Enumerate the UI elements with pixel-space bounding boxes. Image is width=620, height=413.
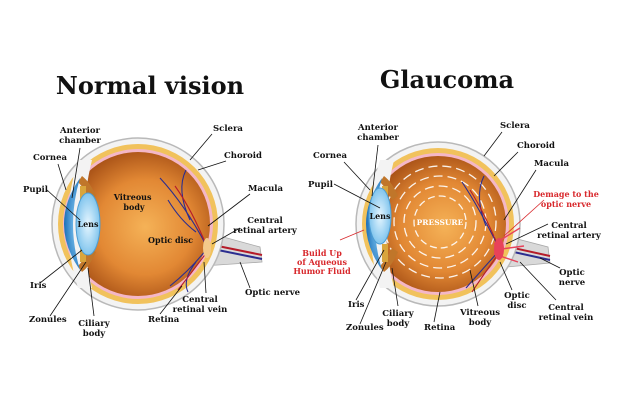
normal-iris-label: Iris	[30, 281, 47, 291]
glaucoma-lens-label: Lens	[369, 211, 391, 221]
normal-cornea-shape	[64, 178, 80, 270]
normal-zonules-label: Zonules	[29, 315, 67, 325]
normal-sclera-label: Sclera	[213, 124, 243, 134]
glaucoma-cornea-label: Cornea	[313, 151, 348, 161]
glaucoma-choroid-label: Choroid	[517, 141, 555, 151]
glaucoma-sclera-label: Sclera	[500, 121, 530, 131]
glaucoma-retina-label: Retina	[424, 323, 456, 333]
pressure-label: PRESSURE	[417, 218, 464, 227]
normal-leader-lines	[39, 133, 251, 317]
normal-retina-label: Retina	[148, 315, 180, 325]
normal-vision-title: Normal vision	[56, 71, 244, 100]
normal-optic-disc-shape	[203, 238, 211, 258]
glaucoma-zonules-label: Zonules	[346, 323, 384, 333]
glaucoma-vitreous-shape	[370, 156, 506, 292]
glaucoma-pupil-label: Pupil	[308, 180, 334, 190]
normal-lens-label: Lens	[77, 219, 99, 229]
normal-vitreous-line1: Vitreous	[113, 192, 152, 202]
normal-optic-disc-label: Optic disc	[148, 235, 193, 245]
glaucoma-lens-shape	[368, 187, 392, 245]
normal-choroid-label: Choroid	[224, 151, 262, 161]
glaucoma-title: Glaucoma	[380, 65, 514, 94]
glaucoma-macula-label: Macula	[534, 159, 570, 169]
nerve-damage-marks	[493, 227, 525, 263]
glaucoma-leader-lines	[333, 131, 561, 325]
normal-pupil-label: Pupil	[23, 185, 49, 195]
normal-lens-shape	[75, 192, 101, 256]
glaucoma-iris-label: Iris	[348, 300, 365, 310]
normal-eye	[51, 137, 263, 311]
normal-vitreous-shape	[66, 152, 210, 296]
normal-macula-label: Macula	[248, 184, 284, 194]
normal-optic-nerve-label: Optic nerve	[245, 288, 301, 298]
normal-vitreous-label: Vitreous body	[113, 192, 155, 212]
glaucoma-eye	[355, 141, 551, 307]
normal-cornea-label: Cornea	[33, 153, 68, 163]
normal-vitreous-line2: body	[123, 202, 145, 212]
